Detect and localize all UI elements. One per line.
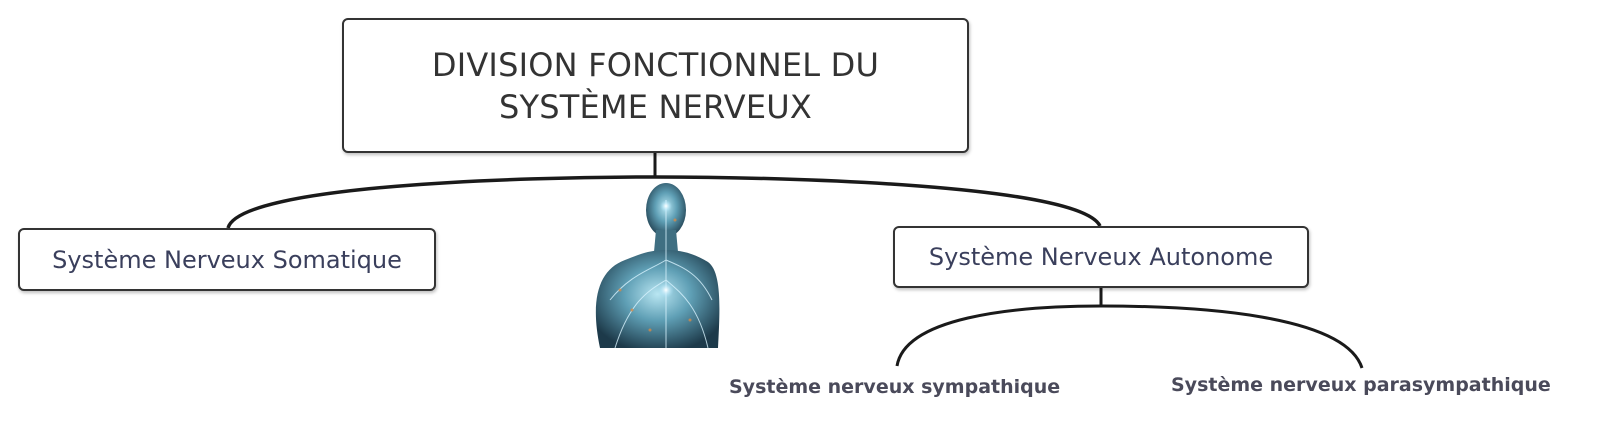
human-nervous-system-figure (595, 183, 720, 348)
node-autonome-label: Système Nerveux Autonome (928, 243, 1274, 271)
root-title-line-1: DIVISION FONCTIONNEL DU (431, 45, 880, 84)
node-autonome: Système Nerveux Autonome (893, 226, 1309, 288)
leaf-sympathique: Système nerveux sympathique (729, 376, 1061, 398)
root-title-line-2: SYSTÈME NERVEUX (498, 87, 812, 126)
node-somatic-label: Système Nerveux Somatique (52, 245, 402, 274)
leaf-parasympathique: Système nerveux parasympathique (1171, 374, 1551, 396)
root-node: DIVISION FONCTIONNEL DU SYSTÈME NERVEUX (342, 18, 969, 153)
node-somatic: Système Nerveux Somatique (18, 228, 436, 291)
